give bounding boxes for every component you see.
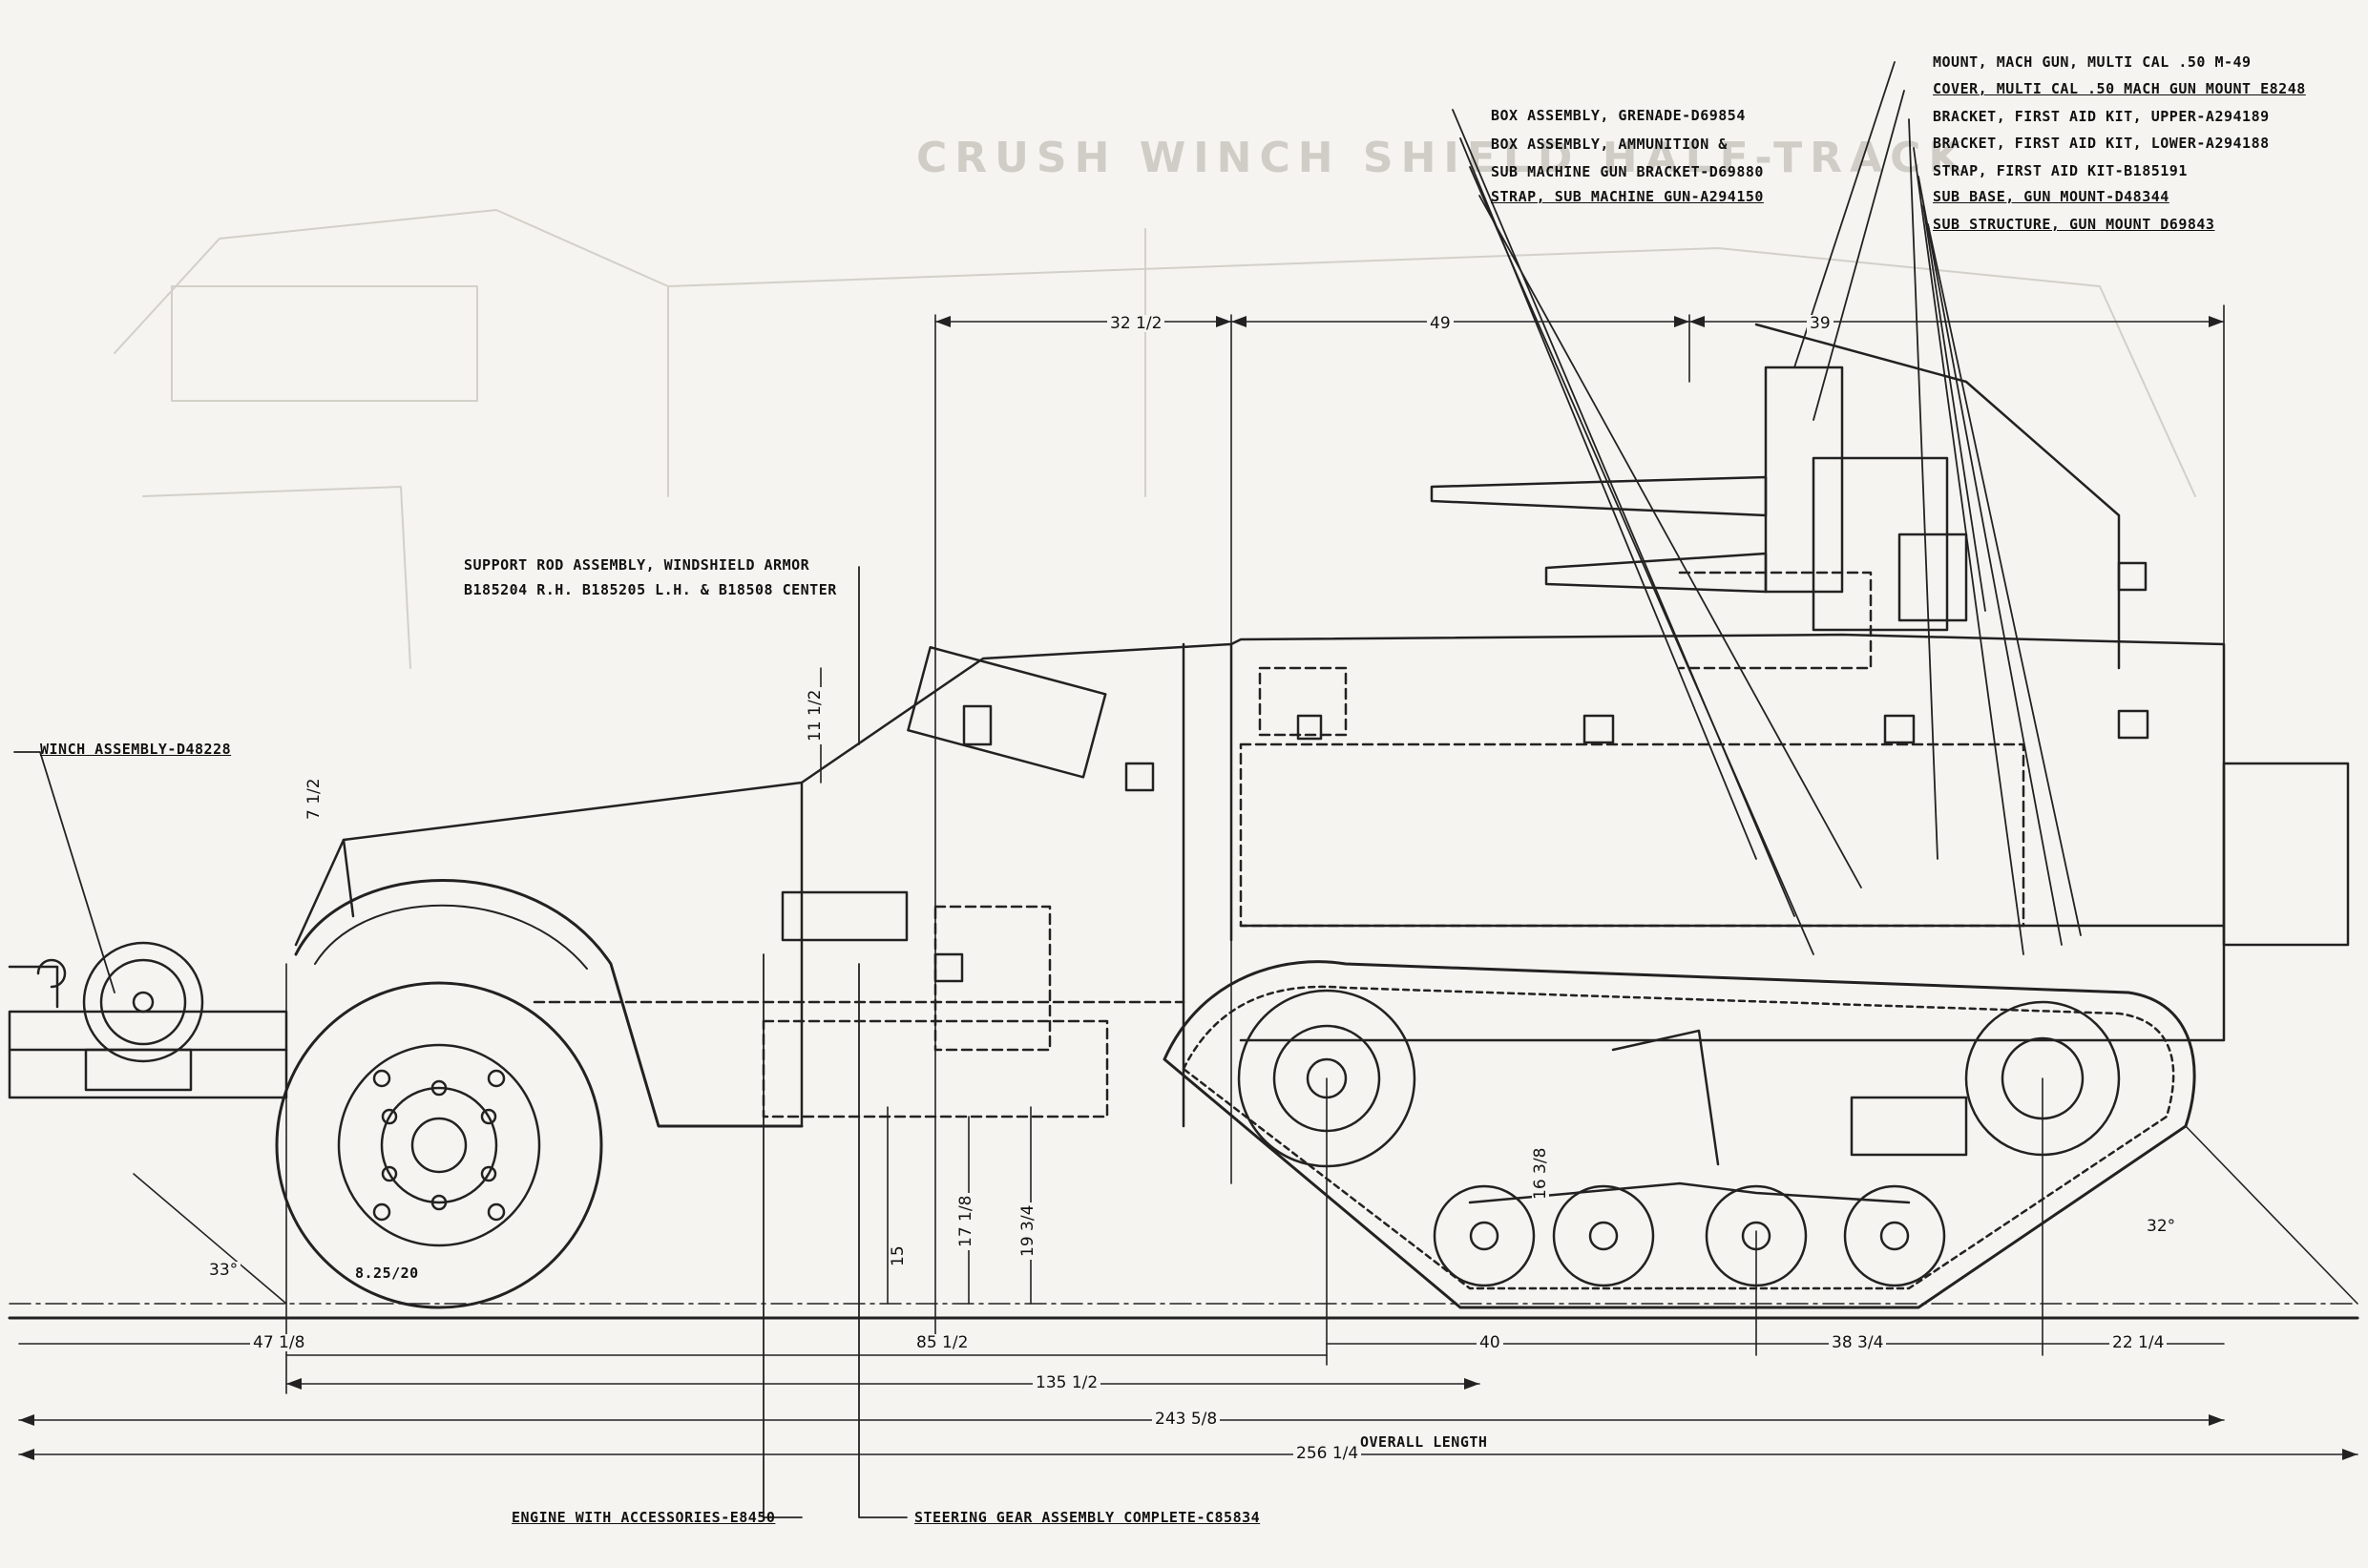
callout-gun-mount: MOUNT, MACH GUN, MULTI CAL .50 M-49	[1933, 53, 2252, 71]
dim-top-49: 49	[1427, 315, 1454, 332]
dim-ground-19: 19 3/4	[1018, 1202, 1037, 1260]
front-fender	[294, 879, 804, 1128]
tire-size-label: 8.25/20	[355, 1265, 419, 1282]
rear-body	[1229, 633, 2350, 1042]
callout-first-aid-bracket-lower: BRACKET, FIRST AID KIT, LOWER-A294188	[1933, 135, 2270, 152]
dim-angle-rear: 32°	[2144, 1218, 2179, 1235]
winch-assembly	[8, 941, 288, 1099]
dimension-lines	[18, 304, 2358, 1455]
dim-angle-front: 33°	[206, 1262, 241, 1279]
dim-hood-7: 7 1/2	[304, 775, 324, 823]
dimension-arrows	[19, 316, 2358, 1460]
callout-smg-bracket: SUB MACHINE GUN BRACKET-D69880	[1491, 163, 1764, 180]
callout-smg-strap: STRAP, SUB MACHINE GUN-A294150	[1491, 188, 1764, 205]
callout-winch-assembly: WINCH ASSEMBLY-D48228	[40, 741, 232, 758]
faded-background-title: CRUSH WINCH SHIELD HALF-TRACK	[916, 134, 1969, 182]
callout-gun-mount-sub-structure: SUB STRUCTURE, GUN MOUNT D69843	[1933, 216, 2215, 233]
dim-top-32: 32 1/2	[1107, 315, 1165, 332]
dim-ground-17: 17 1/8	[956, 1192, 975, 1250]
dim-length-256: 256 1/4	[1293, 1445, 1362, 1462]
leader-lines	[13, 61, 2082, 1518]
callout-first-aid-strap: STRAP, FIRST AID KIT-B185191	[1933, 162, 2188, 179]
dim-suspension-16: 16 3/8	[1531, 1144, 1550, 1202]
dim-length-85: 85 1/2	[913, 1334, 972, 1351]
front-wheel	[275, 981, 603, 1309]
dim-windshield-11: 11 1/2	[806, 686, 825, 744]
gun-mount	[1430, 323, 2148, 670]
ghost-vehicle-outline	[114, 209, 2196, 669]
dim-ground-15: 15	[889, 1243, 908, 1269]
callout-gun-mount-sub-base: SUB BASE, GUN MOUNT-D48344	[1933, 188, 2169, 205]
dim-length-135: 135 1/2	[1033, 1374, 1101, 1391]
callout-support-rod-line2: B185204 R.H. B185205 L.H. & B18508 CENTE…	[464, 581, 837, 598]
overall-length-label: OVERALL LENGTH	[1360, 1433, 1488, 1451]
callout-first-aid-bracket-upper: BRACKET, FIRST AID KIT, UPPER-A294189	[1933, 108, 2270, 125]
dim-length-38: 38 3/4	[1829, 1334, 1887, 1351]
callout-gun-mount-cover: COVER, MULTI CAL .50 MACH GUN MOUNT E824…	[1933, 80, 2306, 97]
dim-length-47: 47 1/8	[250, 1334, 308, 1351]
dim-top-39: 39	[1807, 315, 1834, 332]
callout-grenade-box: BOX ASSEMBLY, GRENADE-D69854	[1491, 107, 1746, 124]
callout-engine: ENGINE WITH ACCESSORIES-E8450	[512, 1509, 776, 1526]
dim-length-22: 22 1/4	[2109, 1334, 2168, 1351]
dim-length-40: 40	[1477, 1334, 1503, 1351]
callout-support-rod-line1: SUPPORT ROD ASSEMBLY, WINDSHIELD ARMOR	[464, 556, 810, 574]
track-assembly	[1163, 960, 2196, 1309]
callout-steering-gear: STEERING GEAR ASSEMBLY COMPLETE-C85834	[914, 1509, 1261, 1526]
dim-length-243: 243 5/8	[1152, 1411, 1221, 1428]
callout-ammunition-box: BOX ASSEMBLY, AMMUNITION &	[1491, 136, 1728, 153]
